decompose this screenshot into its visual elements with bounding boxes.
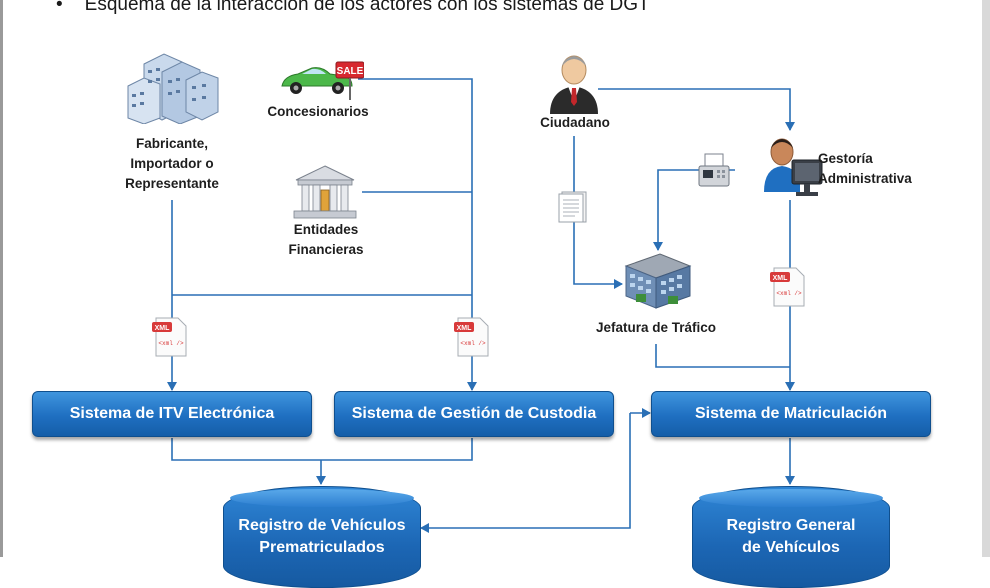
system-itv-box: Sistema de ITV Electrónica: [32, 391, 312, 437]
xml-code-text: <xml />: [158, 340, 184, 347]
xml-code-text: <xml />: [776, 290, 802, 297]
connector-prematriculados-matriculacion: [420, 413, 631, 533]
label-ciudadano: Ciudadano: [540, 115, 610, 130]
registry-prematriculados-line2: Prematriculados: [259, 539, 385, 556]
xml-tag-text: XML: [773, 275, 789, 282]
label-fabricante-text: Fabricante, Importador o Representante: [125, 136, 219, 191]
label-entidades: Entidades Financieras: [262, 220, 390, 260]
slide-heading: • Esquema de la interacción de los actore…: [56, 0, 650, 16]
system-matriculacion-box: Sistema de Matriculación: [651, 391, 931, 437]
registry-general-line2: de Vehículos: [742, 539, 840, 556]
sale-sign-text: SALE: [337, 66, 364, 77]
xml-code-text: <xml />: [460, 340, 486, 347]
connector-lines: [167, 78, 795, 533]
registry-prematriculados-line1: Registro de Vehículos: [238, 517, 406, 534]
fax-machine-icon: [698, 153, 730, 187]
office-building-icon: [624, 253, 692, 309]
registry-general-line1: Registro General: [726, 517, 856, 534]
car-sale-icon: SALE: [281, 61, 364, 100]
person-computer-icon: [764, 138, 823, 196]
bullet-point: •: [56, 0, 63, 15]
bank-icon: [293, 165, 357, 219]
connector-ciudadano-gestoria: [598, 88, 795, 131]
connector-ciudadano-jefatura: [573, 136, 623, 289]
db-top: [230, 489, 414, 507]
factory-buildings-icon: [127, 53, 219, 124]
document-icon: [558, 191, 587, 223]
label-gestoria-text: Gestoría Administrativa: [818, 151, 912, 186]
connector-itv-merge: [171, 438, 473, 461]
window-edge-right: [982, 0, 990, 557]
label-jefatura: Jefatura de Tráfico: [595, 320, 717, 335]
label-gestoria: Gestoría Administrativa: [818, 149, 928, 189]
xml-file-icon: XML <xml />: [454, 317, 489, 357]
xml-file-icon: XML <xml />: [770, 267, 805, 307]
xml-tag-text: XML: [155, 325, 171, 332]
connector-concesionarios-custodia: [358, 78, 477, 391]
db-top: [699, 489, 883, 507]
label-fabricante: Fabricante, Importador o Representante: [96, 134, 248, 194]
system-custodia-box: Sistema de Gestión de Custodia: [334, 391, 614, 437]
xml-file-icon: XML <xml />: [152, 317, 187, 357]
registry-general-label: Registro General de Vehículos: [693, 515, 889, 559]
connector-jefatura-matriculacion: [655, 344, 790, 368]
heading-text: Esquema de la interacción de los actores…: [84, 0, 650, 15]
label-entidades-text: Entidades Financieras: [288, 222, 364, 257]
registry-general-db: Registro General de Vehículos: [692, 486, 890, 588]
citizen-person-icon: [550, 55, 598, 114]
window-edge-left: [0, 0, 3, 557]
label-concesionarios: Concesionarios: [267, 104, 369, 119]
xml-tag-text: XML: [457, 325, 473, 332]
registry-prematriculados-db: Registro de Vehículos Prematriculados: [223, 486, 421, 588]
registry-prematriculados-label: Registro de Vehículos Prematriculados: [224, 515, 420, 559]
